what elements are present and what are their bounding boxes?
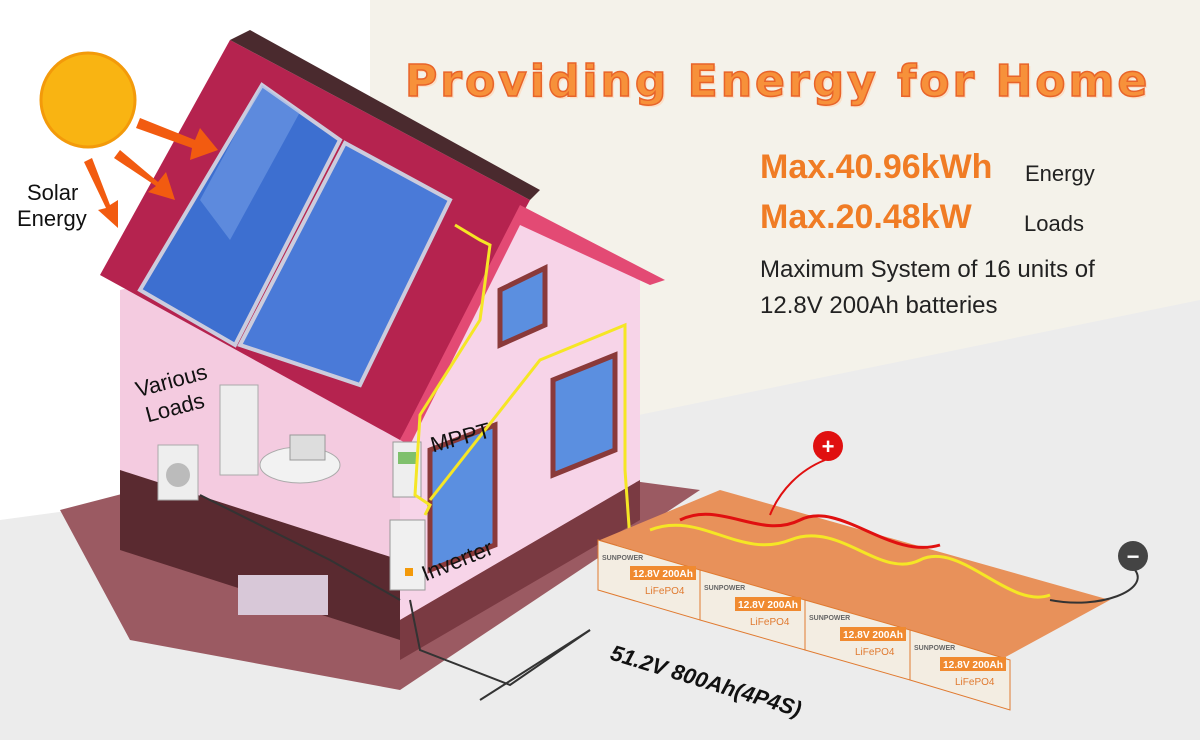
system-description-line1: Maximum System of 16 units of [760, 256, 1095, 283]
solar-panels [137, 82, 453, 388]
battery-chemistry: LiFePO4 [750, 617, 790, 628]
battery-wire [428, 322, 632, 541]
solar-energy-label-line2: Energy [17, 206, 87, 231]
sun-ray-arrows [84, 118, 218, 228]
windows [427, 263, 618, 574]
battery-bank: SUNPOWER 12.8V 200Ah LiFePO4 SUNPOWER 12… [597, 459, 1139, 711]
ac-wire [409, 599, 591, 687]
max-energy-label: Energy [1025, 161, 1095, 186]
battery: SUNPOWER 12.8V 200Ah LiFePO4 [597, 539, 701, 621]
battery: SUNPOWER 12.8V 200Ah LiFePO4 [804, 599, 911, 681]
battery-chemistry: LiFePO4 [855, 647, 895, 658]
base-block [238, 575, 328, 615]
system-description-line2: 12.8V 200Ah batteries [760, 292, 998, 319]
sun-icon [39, 51, 137, 149]
svg-text:−: − [1127, 544, 1140, 569]
battery-rating: 12.8V 200Ah [943, 660, 1003, 671]
positive-terminal-icon: + [813, 431, 843, 461]
refrigerator [219, 384, 259, 476]
battery-chemistry: LiFePO4 [645, 586, 685, 597]
solar-energy-label: Solar [27, 180, 79, 205]
svg-text:+: + [822, 434, 835, 459]
battery-rating: 12.8V 200Ah [843, 630, 903, 641]
max-energy-value: Max.40.96kWh [760, 148, 993, 186]
battery-brand: SUNPOWER [809, 615, 850, 622]
battery-rating: 12.8V 200Ah [633, 569, 693, 580]
battery-brand: SUNPOWER [602, 555, 643, 562]
page-title: Providing Energy for Home [404, 55, 1151, 108]
negative-terminal-icon: − [1118, 541, 1148, 571]
battery: SUNPOWER 12.8V 200Ah LiFePO4 [699, 569, 806, 651]
solar-wire [413, 223, 492, 516]
max-loads-value: Max.20.48kW [760, 198, 972, 236]
battery: SUNPOWER 12.8V 200Ah LiFePO4 [909, 629, 1011, 711]
inverter-unit [389, 519, 426, 591]
battery-rating: 12.8V 200Ah [738, 600, 798, 611]
max-loads-label: Loads [1024, 211, 1084, 236]
battery-brand: SUNPOWER [914, 645, 955, 652]
battery-brand: SUNPOWER [704, 585, 745, 592]
battery-chemistry: LiFePO4 [955, 677, 995, 688]
